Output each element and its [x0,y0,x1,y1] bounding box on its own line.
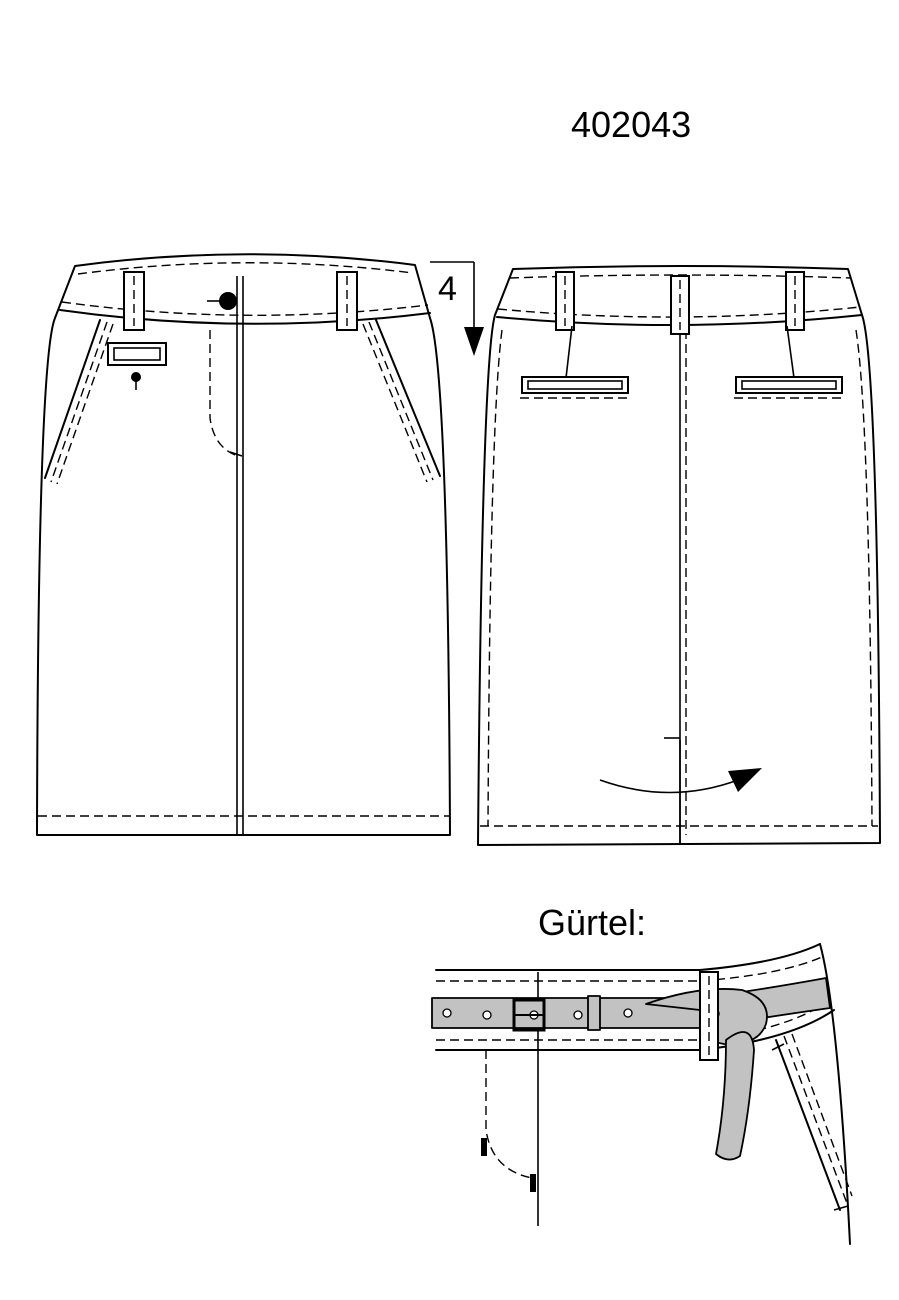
detail-pocket-bartack-2 [833,1205,849,1211]
front-pocket-left-stitch [50,321,108,483]
belt-hanging-end [715,1031,755,1161]
detail-fly-bartack-2 [530,1174,536,1192]
skirt-front-view [36,253,451,836]
front-belt-loop-right [336,271,358,331]
belt-hole-5 [623,1008,633,1018]
back-side-stitch-right [855,329,873,827]
detail-pocket-edge [775,1039,841,1211]
belt-strap [431,977,831,1029]
measurement-arrowhead [464,327,484,356]
skirt-back-view [477,265,881,846]
article-number: 402043 [571,104,692,145]
belt-hole-4 [573,1010,583,1020]
direction-arrow-curve [599,779,739,794]
front-pocket-left-stitch-2 [56,323,114,485]
direction-arrowhead [728,768,762,792]
fly-bartack [229,451,243,457]
detail-pocket-bartack [771,1043,785,1051]
back-side-stitch-left [487,329,503,827]
measurement-label: 4 [438,270,457,308]
coin-pocket-opening [113,347,161,361]
front-waistband-bottom [59,309,431,325]
back-dart-right [786,325,795,379]
detail-side-seam [819,943,851,1245]
back-pocket-left-opening [527,380,623,390]
back-pocket-left [521,376,629,394]
back-belt-loop-center [670,275,690,335]
back-dart-left [565,325,573,379]
belt-hole-2 [482,1010,492,1020]
detail-fly-bartack-1 [481,1138,487,1156]
detail-pocket-stitch [783,1035,849,1207]
front-pocket-right [375,319,441,477]
back-pocket-right-opening [741,380,837,390]
waistband-button [219,292,237,310]
belt-keeper [587,995,601,1031]
front-waistband-bottomstitch [61,301,429,316]
detail-pocket-stitch-2 [791,1033,853,1197]
front-belt-loop-left [123,271,145,331]
belt-detail-title: Gürtel: [538,902,647,943]
front-waistband-topstitch [77,262,414,275]
measurement-indicator [430,261,484,356]
detail-belt-loop [699,971,719,1061]
belt-detail-view [431,943,853,1245]
back-skirt-outline [477,265,881,846]
detail-fly-stitch [485,1050,533,1179]
coin-pocket-welt [107,342,167,366]
back-belt-loop-left [555,271,575,331]
front-pocket-right-stitch [368,321,434,481]
detail-waistband-top [435,943,821,971]
back-waistband-bottomstitch [497,306,861,318]
back-belt-loop-right [785,271,805,331]
back-pocket-right [735,376,843,394]
front-skirt-outline [36,253,451,836]
front-fly-stitch [209,330,239,457]
front-pocket-left [44,319,101,479]
front-pocket-right-stitch-2 [362,323,428,483]
belt-hole-1 [442,1008,452,1018]
